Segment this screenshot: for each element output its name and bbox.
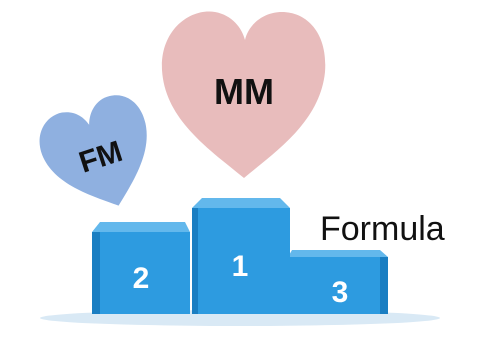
mm-heart-shape xyxy=(161,11,326,178)
podium-block-3-front xyxy=(288,257,388,314)
fm-heart: FM xyxy=(39,95,147,206)
podium-block-1-top xyxy=(192,198,290,208)
podium-block-2-shade xyxy=(92,232,100,314)
podium-block-2-top xyxy=(92,222,190,232)
formula-caption: Formula xyxy=(320,210,445,248)
podium: 2 3 1 xyxy=(40,198,440,326)
mm-heart-label: MM xyxy=(214,71,274,112)
podium-block-3: 3 xyxy=(288,250,388,314)
podium-block-3-shade xyxy=(380,257,388,314)
podium-label-1: 1 xyxy=(232,250,249,283)
fm-heart-shape xyxy=(39,95,147,206)
podium-label-3: 3 xyxy=(332,276,349,309)
podium-block-2-front xyxy=(92,232,190,314)
podium-block-1: 1 xyxy=(192,198,290,314)
podium-block-1-front xyxy=(192,208,290,314)
podium-block-2: 2 xyxy=(92,222,190,314)
podium-label-2: 2 xyxy=(133,262,150,295)
podium-block-3-top xyxy=(288,250,388,257)
podium-block-1-shade xyxy=(192,208,198,314)
mm-heart: MM xyxy=(161,11,326,178)
